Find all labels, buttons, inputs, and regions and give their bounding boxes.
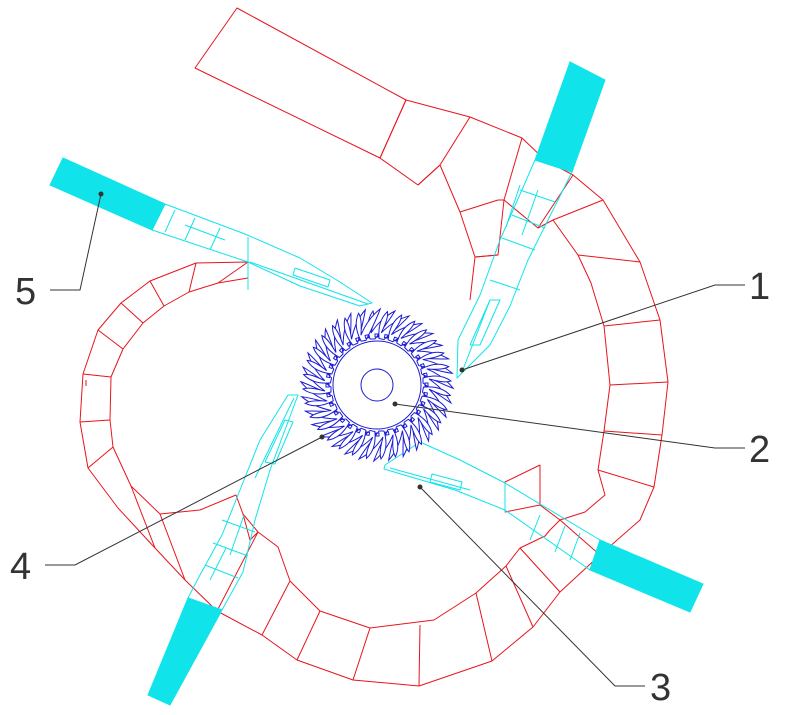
injector-pipe-1 <box>534 61 606 173</box>
inlet-duct <box>194 7 407 159</box>
runner-bucket <box>415 404 442 443</box>
casing-segment-lines <box>79 99 669 687</box>
runner-bucket <box>410 340 451 360</box>
casing-outer-wall <box>79 99 669 687</box>
callout-label-5: 5 <box>15 271 36 313</box>
runner-bucket <box>321 318 345 359</box>
leader-dot-1 <box>459 367 465 373</box>
runner-bucket <box>355 307 382 342</box>
runner-bucket <box>319 423 358 450</box>
leader-line-2 <box>394 403 745 449</box>
runner-bucket <box>403 329 444 353</box>
injector-nozzle-4 <box>147 394 299 706</box>
injector-nozzle-5 <box>49 157 373 307</box>
distributor-casing <box>79 7 669 687</box>
leader-line-5 <box>50 193 102 291</box>
callout-label-4: 4 <box>10 546 31 588</box>
leader-dot-3 <box>417 484 423 490</box>
injector-nozzle-3 <box>383 441 704 613</box>
injector-pipe-3 <box>589 539 704 613</box>
leader-line-3 <box>419 486 645 687</box>
pelton-runner <box>299 307 455 463</box>
runner-bucket <box>396 320 435 347</box>
leader-line-4 <box>45 436 323 566</box>
callout-4: 4 <box>10 434 325 588</box>
runner-bucket <box>409 411 433 452</box>
callout-3: 3 <box>417 484 671 709</box>
casing-inner-wall <box>109 157 611 629</box>
callout-5: 5 <box>15 191 104 313</box>
callout-label-1: 1 <box>749 266 770 308</box>
runner-bucket <box>303 410 344 430</box>
runner-bucket <box>312 327 339 366</box>
runner-buckets <box>299 307 455 463</box>
injector-nozzle-1 <box>456 61 606 379</box>
callout-1: 1 <box>459 266 770 373</box>
leader-line-1 <box>461 284 745 371</box>
runner-bucket <box>310 417 351 441</box>
callout-label-3: 3 <box>650 667 671 709</box>
runner-hub-ring <box>332 340 422 430</box>
leader-dot-4 <box>319 434 325 440</box>
injector-pipe-5 <box>49 157 166 231</box>
callout-label-2: 2 <box>749 429 770 471</box>
leader-dot-2 <box>392 401 398 407</box>
leader-dot-5 <box>98 191 104 197</box>
runner-shaft <box>360 368 394 402</box>
runner-bucket <box>402 418 422 459</box>
injector-pipe-4 <box>147 597 223 706</box>
callout-2: 2 <box>392 401 770 471</box>
runner-bucket <box>332 311 352 352</box>
